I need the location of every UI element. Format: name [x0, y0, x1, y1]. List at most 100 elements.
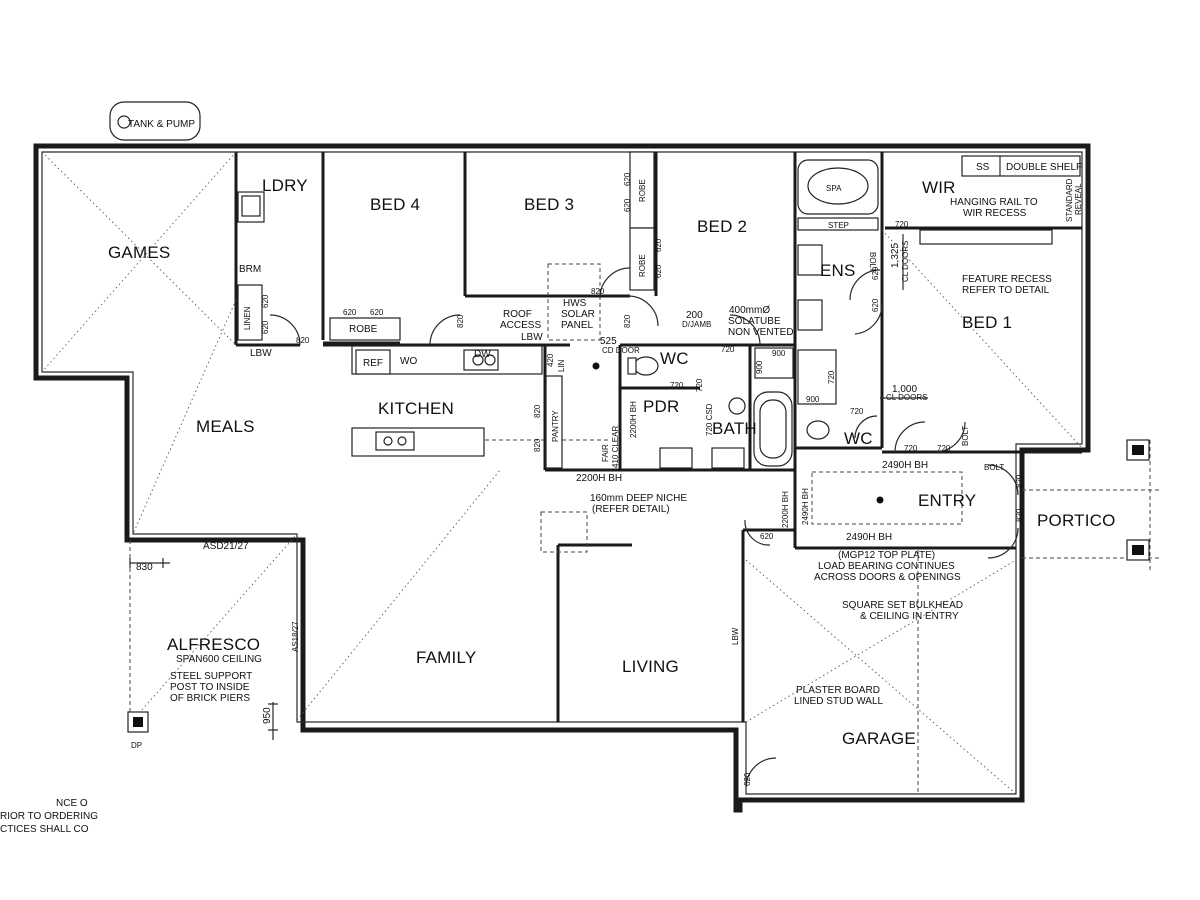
label-cut-note-1: NCE O	[56, 798, 88, 809]
label-plaster-2: LINED STUD WALL	[794, 696, 884, 707]
label-2200h-bh-c: 2200H BH	[781, 491, 790, 528]
label-steel-support-1: STEEL SUPPORT	[170, 671, 252, 682]
label-linen: LINEN	[243, 306, 252, 330]
label-steel-support-3: OF BRICK PIERS	[170, 693, 250, 704]
label-lin: LIN	[557, 359, 566, 372]
label-tank-pump: TANK & PUMP	[128, 119, 195, 130]
label-2200h-bh-b: 2200H BH	[576, 473, 622, 484]
dim-820-entry-a: 820	[1015, 474, 1024, 488]
dim-620-garage-top: 620	[760, 532, 774, 541]
ceiling-lines	[41, 151, 1083, 795]
room-pdr: PDR	[643, 397, 680, 416]
dim-525: 525	[600, 336, 617, 347]
label-solatube-3: NON VENTED	[728, 327, 794, 338]
portico-piers	[127, 439, 1150, 733]
dim-900-b: 900	[772, 349, 786, 358]
room-kitchen: KITCHEN	[378, 399, 454, 418]
room-wc-pdr: WC	[660, 349, 689, 368]
dim-900-a: 900	[755, 360, 764, 374]
room-garage: GARAGE	[842, 729, 916, 748]
label-spa: SPA	[826, 184, 842, 193]
dim-620-linen-a: 620	[261, 320, 270, 334]
label-plaster-1: PLASTER BOARD	[796, 685, 880, 696]
label-fair: FAIR	[601, 444, 610, 462]
dim-720-bed1-a: 720	[904, 444, 918, 453]
dim-620-robe2-b: 620	[654, 264, 663, 278]
dim-820-entry-b: 820	[1015, 508, 1024, 522]
annotation-labels: TANK & PUMP BRM LINEN LBW ROBE ROBE ROBE…	[0, 119, 1083, 835]
dashed-overhead	[129, 263, 1160, 792]
label-niche-1: 160mm DEEP NICHE	[590, 493, 687, 504]
label-steel-support-2: POST TO INSIDE	[170, 682, 250, 693]
room-portico: PORTICO	[1037, 511, 1116, 530]
label-feature-recess-2: REFER TO DETAIL	[962, 285, 1050, 296]
label-solatube-2: SOLATUBE	[728, 316, 781, 327]
dim-720-ens: 720	[827, 370, 836, 384]
label-dj-1: 200	[686, 310, 703, 321]
dim-620-garage-door: 620	[743, 772, 752, 786]
label-wo-kitchen: WO	[400, 356, 417, 367]
dim-1325: 1,325	[890, 243, 901, 268]
label-cut-note-3: CTICES SHALL CO	[0, 824, 89, 835]
label-ref: REF	[363, 358, 383, 369]
toilet-ens	[806, 420, 830, 440]
dim-620-robe3-a: 620	[623, 172, 632, 186]
dim-720-wir: 720	[895, 220, 909, 229]
room-wir: WIR	[922, 178, 956, 197]
solatube	[728, 397, 746, 415]
dim-620-robe3-b: 620	[623, 198, 632, 212]
room-wc-ens: WC	[844, 429, 873, 448]
label-lbw-ldry: LBW	[250, 348, 272, 359]
dim-1000: 1,000	[892, 384, 917, 395]
label-hws-3: PANEL	[561, 320, 593, 331]
label-feature-recess-1: FEATURE RECESS	[962, 274, 1052, 285]
outer-wall	[33, 143, 1091, 813]
dimension-lines	[129, 234, 928, 740]
fixtures	[237, 151, 1081, 504]
dim-620-robe4-a: 620	[343, 308, 357, 317]
label-csd: 720 CSD	[705, 403, 714, 436]
label-as1827: AS18/27	[291, 621, 300, 652]
dim-820-bed4: 820	[456, 314, 465, 328]
dim-720-bath: 720	[695, 378, 704, 392]
dim-720-wc-ens: 720	[850, 407, 864, 416]
dimension-labels: 620 620 820 620 620 820 820 820 620 620 …	[136, 172, 1024, 786]
label-span600: SPAN600 CEILING	[176, 654, 262, 665]
room-games: GAMES	[108, 243, 170, 262]
niche	[540, 511, 588, 553]
label-pantry: PANTRY	[551, 410, 560, 442]
label-mgp12-1: (MGP12 TOP PLATE)	[838, 550, 935, 561]
walls	[33, 143, 1091, 813]
room-ldry: LDRY	[262, 176, 308, 195]
label-bulkhead-1: SQUARE SET BULKHEAD	[842, 600, 963, 611]
label-robe-bed3: ROBE	[638, 179, 647, 202]
label-ss: SS	[976, 162, 990, 173]
label-solatube-1: 400mmØ	[729, 305, 770, 316]
room-entry: ENTRY	[918, 491, 976, 510]
dim-620-ens-b: 620	[871, 298, 880, 312]
label-dp-alfresco: DP	[131, 741, 142, 750]
label-step: STEP	[828, 221, 849, 230]
label-cl-doors-1: CL DOORS	[901, 241, 910, 283]
label-robe-bed4: ROBE	[349, 324, 378, 335]
dim-420: 420	[546, 353, 555, 367]
label-hws-1: HWS	[563, 298, 587, 309]
label-niche-2: (REFER DETAIL)	[592, 504, 670, 515]
label-roof-1: ROOF	[503, 309, 532, 320]
dim-820-pantry-a: 820	[533, 404, 542, 418]
door-swings	[269, 267, 1019, 789]
dim-720-bed1-b: 720	[937, 444, 951, 453]
label-bolt-1: BOLT	[868, 252, 877, 272]
label-dj-2: D/JAMB	[682, 320, 711, 329]
room-bed3: BED 3	[524, 195, 574, 214]
dim-830: 830	[136, 562, 153, 573]
tank-pump	[109, 101, 201, 141]
dim-950: 950	[262, 707, 273, 724]
dim-620-robe4-b: 620	[370, 308, 384, 317]
label-hanging-rail-2: WIR RECESS	[963, 208, 1027, 219]
dim-620-linen-b: 620	[261, 294, 270, 308]
room-labels: GAMES LDRY BED 4 BED 3 BED 2 WIR ENS BED…	[108, 176, 1116, 748]
dim-620-robe2-a: 620	[654, 238, 663, 252]
dim-620-ens-a: 620	[871, 266, 880, 280]
